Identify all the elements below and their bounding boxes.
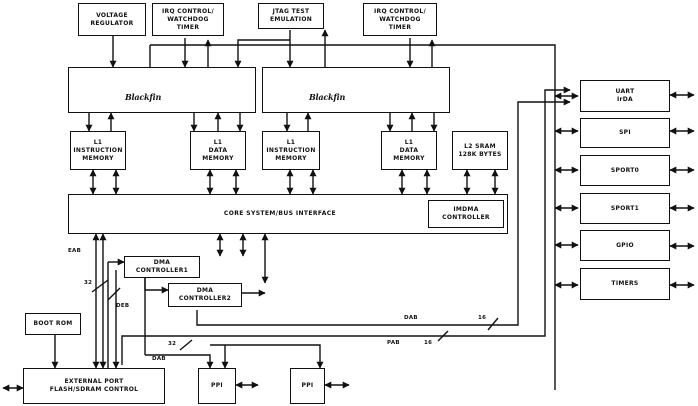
bus-width-tick-32a <box>91 279 109 293</box>
bus-width-tick-32b <box>179 339 193 351</box>
gpio-block: GPIO <box>580 230 670 261</box>
connector-top-bus <box>150 44 556 390</box>
blackfin-logo-1: Blackfin <box>125 92 162 102</box>
l1-instruction-memory-1: L1 INSTRUCTION MEMORY <box>70 131 126 170</box>
bus-label-pab: PAB <box>387 340 400 346</box>
connector-pab-bus <box>121 86 571 365</box>
connector-dab-ppi <box>145 354 214 369</box>
l2-sram-block: L2 SRAM 128K BYTES <box>452 131 508 170</box>
boot-rom-block: BOOT ROM <box>25 313 81 335</box>
ppi-block-1: PPI <box>198 368 236 404</box>
bus-label-dab-2: DAB <box>152 356 166 362</box>
jtag-emulation-block: JTAG TEST EMULATION <box>258 3 324 29</box>
dma-controller-2: DMA CONTROLLER2 <box>168 283 242 307</box>
processor-core-1: Blackfin <box>68 67 256 113</box>
spi-block: SPI <box>580 118 670 148</box>
bus-label-dab-1: DAB <box>404 315 418 321</box>
bus-width-tick-16a <box>487 317 499 331</box>
bus-width-tick-16b <box>437 330 449 342</box>
bus-label-32-b: 32 <box>168 341 177 347</box>
bus-label-deb: DEB <box>116 303 130 309</box>
processor-core-2: Blackfin <box>262 67 450 113</box>
connector-jtag-split <box>234 39 290 68</box>
dma-controller-1: DMA CONTROLLER1 <box>124 256 200 278</box>
timers-block: TIMERS <box>580 268 670 300</box>
sport1-block: SPORT1 <box>580 193 670 224</box>
bus-label-16-b: 16 <box>424 340 433 346</box>
l1-instruction-memory-2: L1 INSTRUCTION MEMORY <box>262 131 320 170</box>
imdma-controller-block: IMDMA CONTROLLER <box>428 200 504 228</box>
connector-dab-ppi2 <box>210 344 324 369</box>
l1-data-memory-1: L1 DATA MEMORY <box>190 131 246 170</box>
ppi-block-2: PPI <box>290 368 325 404</box>
core-system-bus-label: CORE SYSTEM/BUS INTERFACE <box>223 210 337 217</box>
bus-label-16-a: 16 <box>478 315 487 321</box>
l1-data-memory-2: L1 DATA MEMORY <box>381 131 437 170</box>
connector-dab-bus <box>196 98 571 326</box>
blackfin-logo-2: Blackfin <box>309 92 346 102</box>
bus-label-eab: EAB <box>68 248 82 254</box>
voltage-regulator-block: VOLTAGE REGULATOR <box>78 3 146 36</box>
uart-irda-block: UART IrDA <box>580 80 670 112</box>
bus-width-tick-deb <box>107 287 121 301</box>
bus-label-32-a: 32 <box>84 280 93 286</box>
irq-watchdog-block-2: IRQ CONTROL/ WATCHDOG TIMER <box>363 3 437 36</box>
external-port-block: EXTERNAL PORT FLASH/SDRAM CONTROL <box>23 368 165 404</box>
irq-watchdog-block-1: IRQ CONTROL/ WATCHDOG TIMER <box>152 3 224 36</box>
sport0-block: SPORT0 <box>580 155 670 186</box>
